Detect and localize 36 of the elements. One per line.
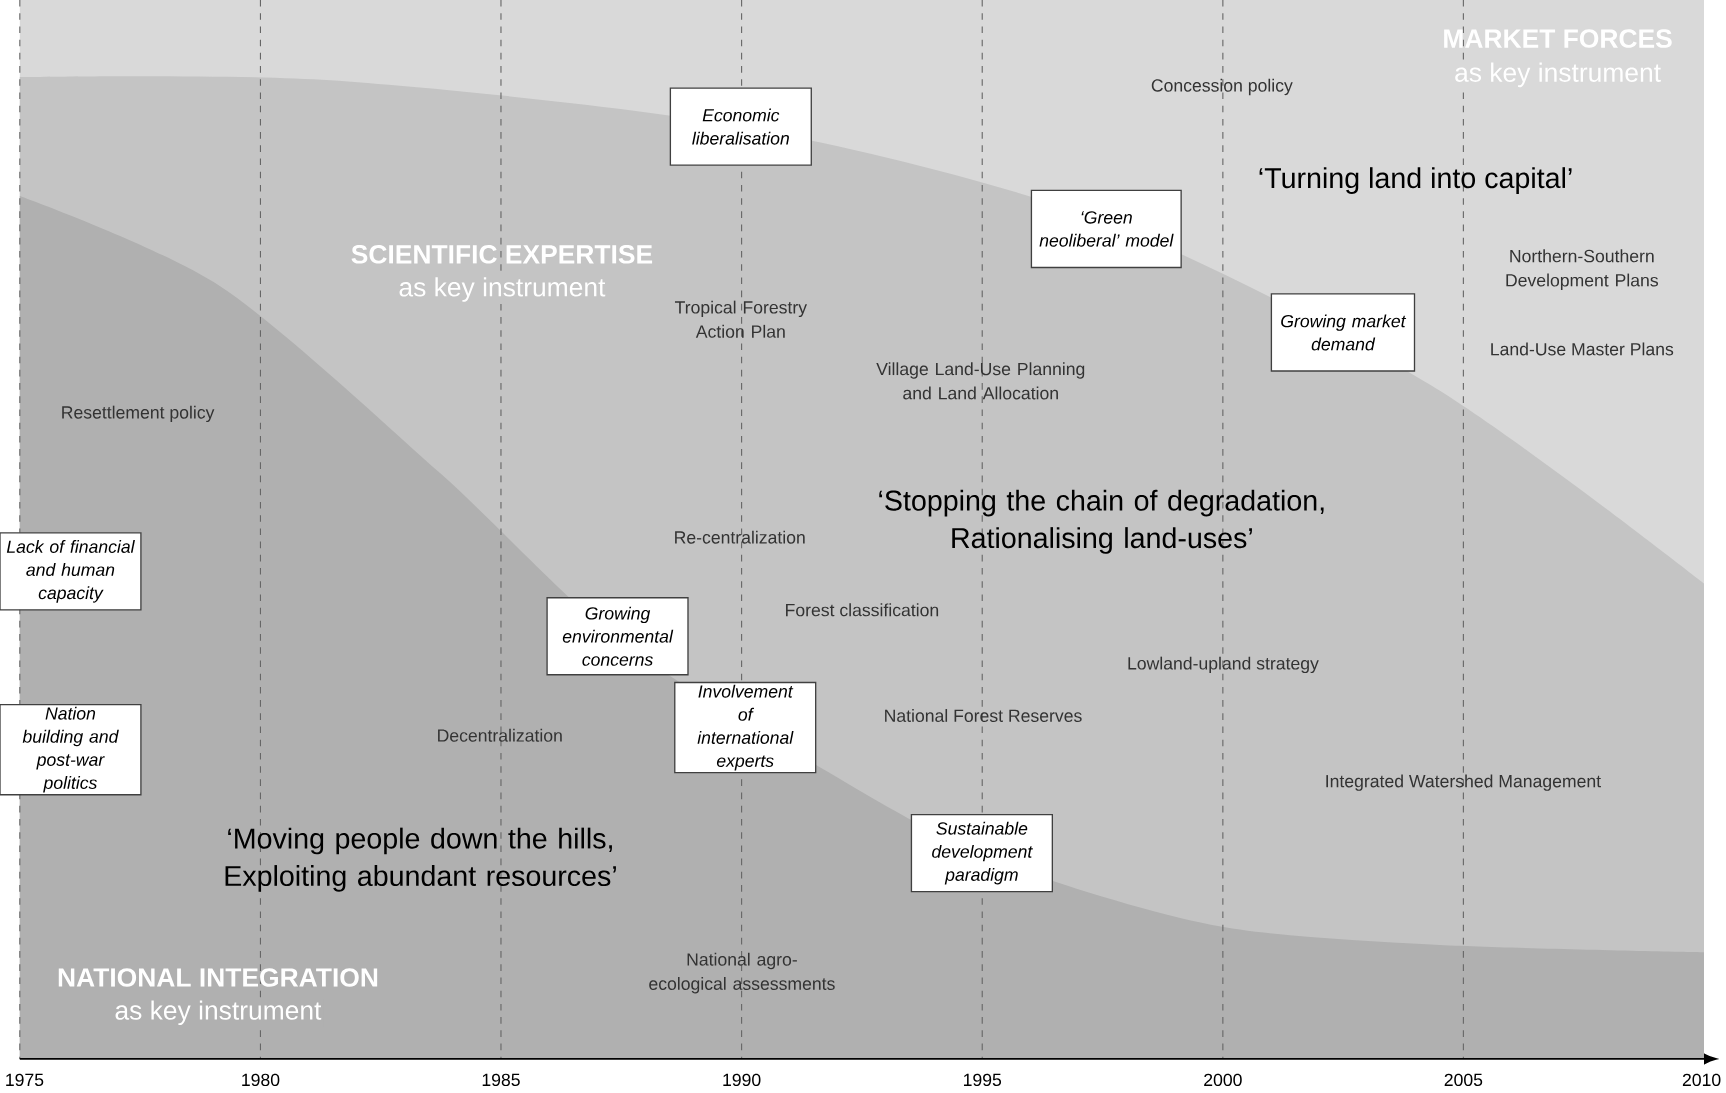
policy-label: Lowland-upland strategy (1128, 656, 1319, 674)
factor-box: Growing market demand (1270, 293, 1416, 372)
policy-label: Tropical Forestry Action Plan (675, 300, 807, 338)
narrative-quote: ‘Moving people down the hills, Exploiting abundant resources’ (225, 827, 616, 892)
year-label: 2005 (1444, 1073, 1483, 1087)
policy-label: Land-Use Master Plans (1491, 342, 1674, 356)
policy-label: Village Land-Use Planning and Land Allocation (876, 362, 1085, 400)
band-subtitle: as key instrument (396, 274, 608, 304)
year-label: 1975 (6, 1073, 44, 1087)
policy-label: Concession policy (1151, 78, 1293, 96)
factor-box: Growing environmental concerns (546, 597, 689, 676)
year-label: 1990 (723, 1073, 761, 1087)
policy-label: National Forest Reserves (885, 709, 1082, 722)
year-label: 2010 (1682, 1073, 1721, 1087)
policy-label: Northern-Southern Development Plans (1506, 249, 1658, 290)
policy-label: Forest classification (786, 603, 939, 617)
year-label: 2000 (1204, 1073, 1242, 1087)
band-title: NATIONAL INTEGRATION (58, 968, 378, 987)
band-subtitle: as key instrument (112, 998, 324, 1028)
policy-label: Decentralization (438, 728, 562, 742)
factor-box: Involvement of international experts (674, 681, 817, 774)
policy-label: Re-centralization (675, 530, 805, 544)
factor-box: Lack of financial and human capacity (0, 532, 142, 611)
factor-box: Nation building and post-war politics (0, 703, 142, 796)
factor-box: ‘Green neoliberal’ model (1030, 189, 1182, 269)
policy-label: Resettlement policy (62, 405, 215, 423)
band-title: SCIENTIFIC EXPERTISE (351, 244, 653, 264)
year-label: 1995 (964, 1073, 1002, 1087)
policy-label: National agro-ecological assessments (649, 952, 835, 994)
year-label: 1985 (482, 1073, 520, 1087)
factor-box: Economic liberalisation (669, 87, 812, 166)
narrative-quote: ‘Stopping the chain of degradation, Rationalising land-uses’ (879, 489, 1324, 554)
policy-label: Integrated Watershed Management (1326, 774, 1601, 791)
factor-box: Sustainable development paradigm (910, 813, 1053, 893)
narrative-quote: ‘Turning land into capital’ (1259, 167, 1572, 194)
year-label: 1980 (242, 1073, 280, 1087)
